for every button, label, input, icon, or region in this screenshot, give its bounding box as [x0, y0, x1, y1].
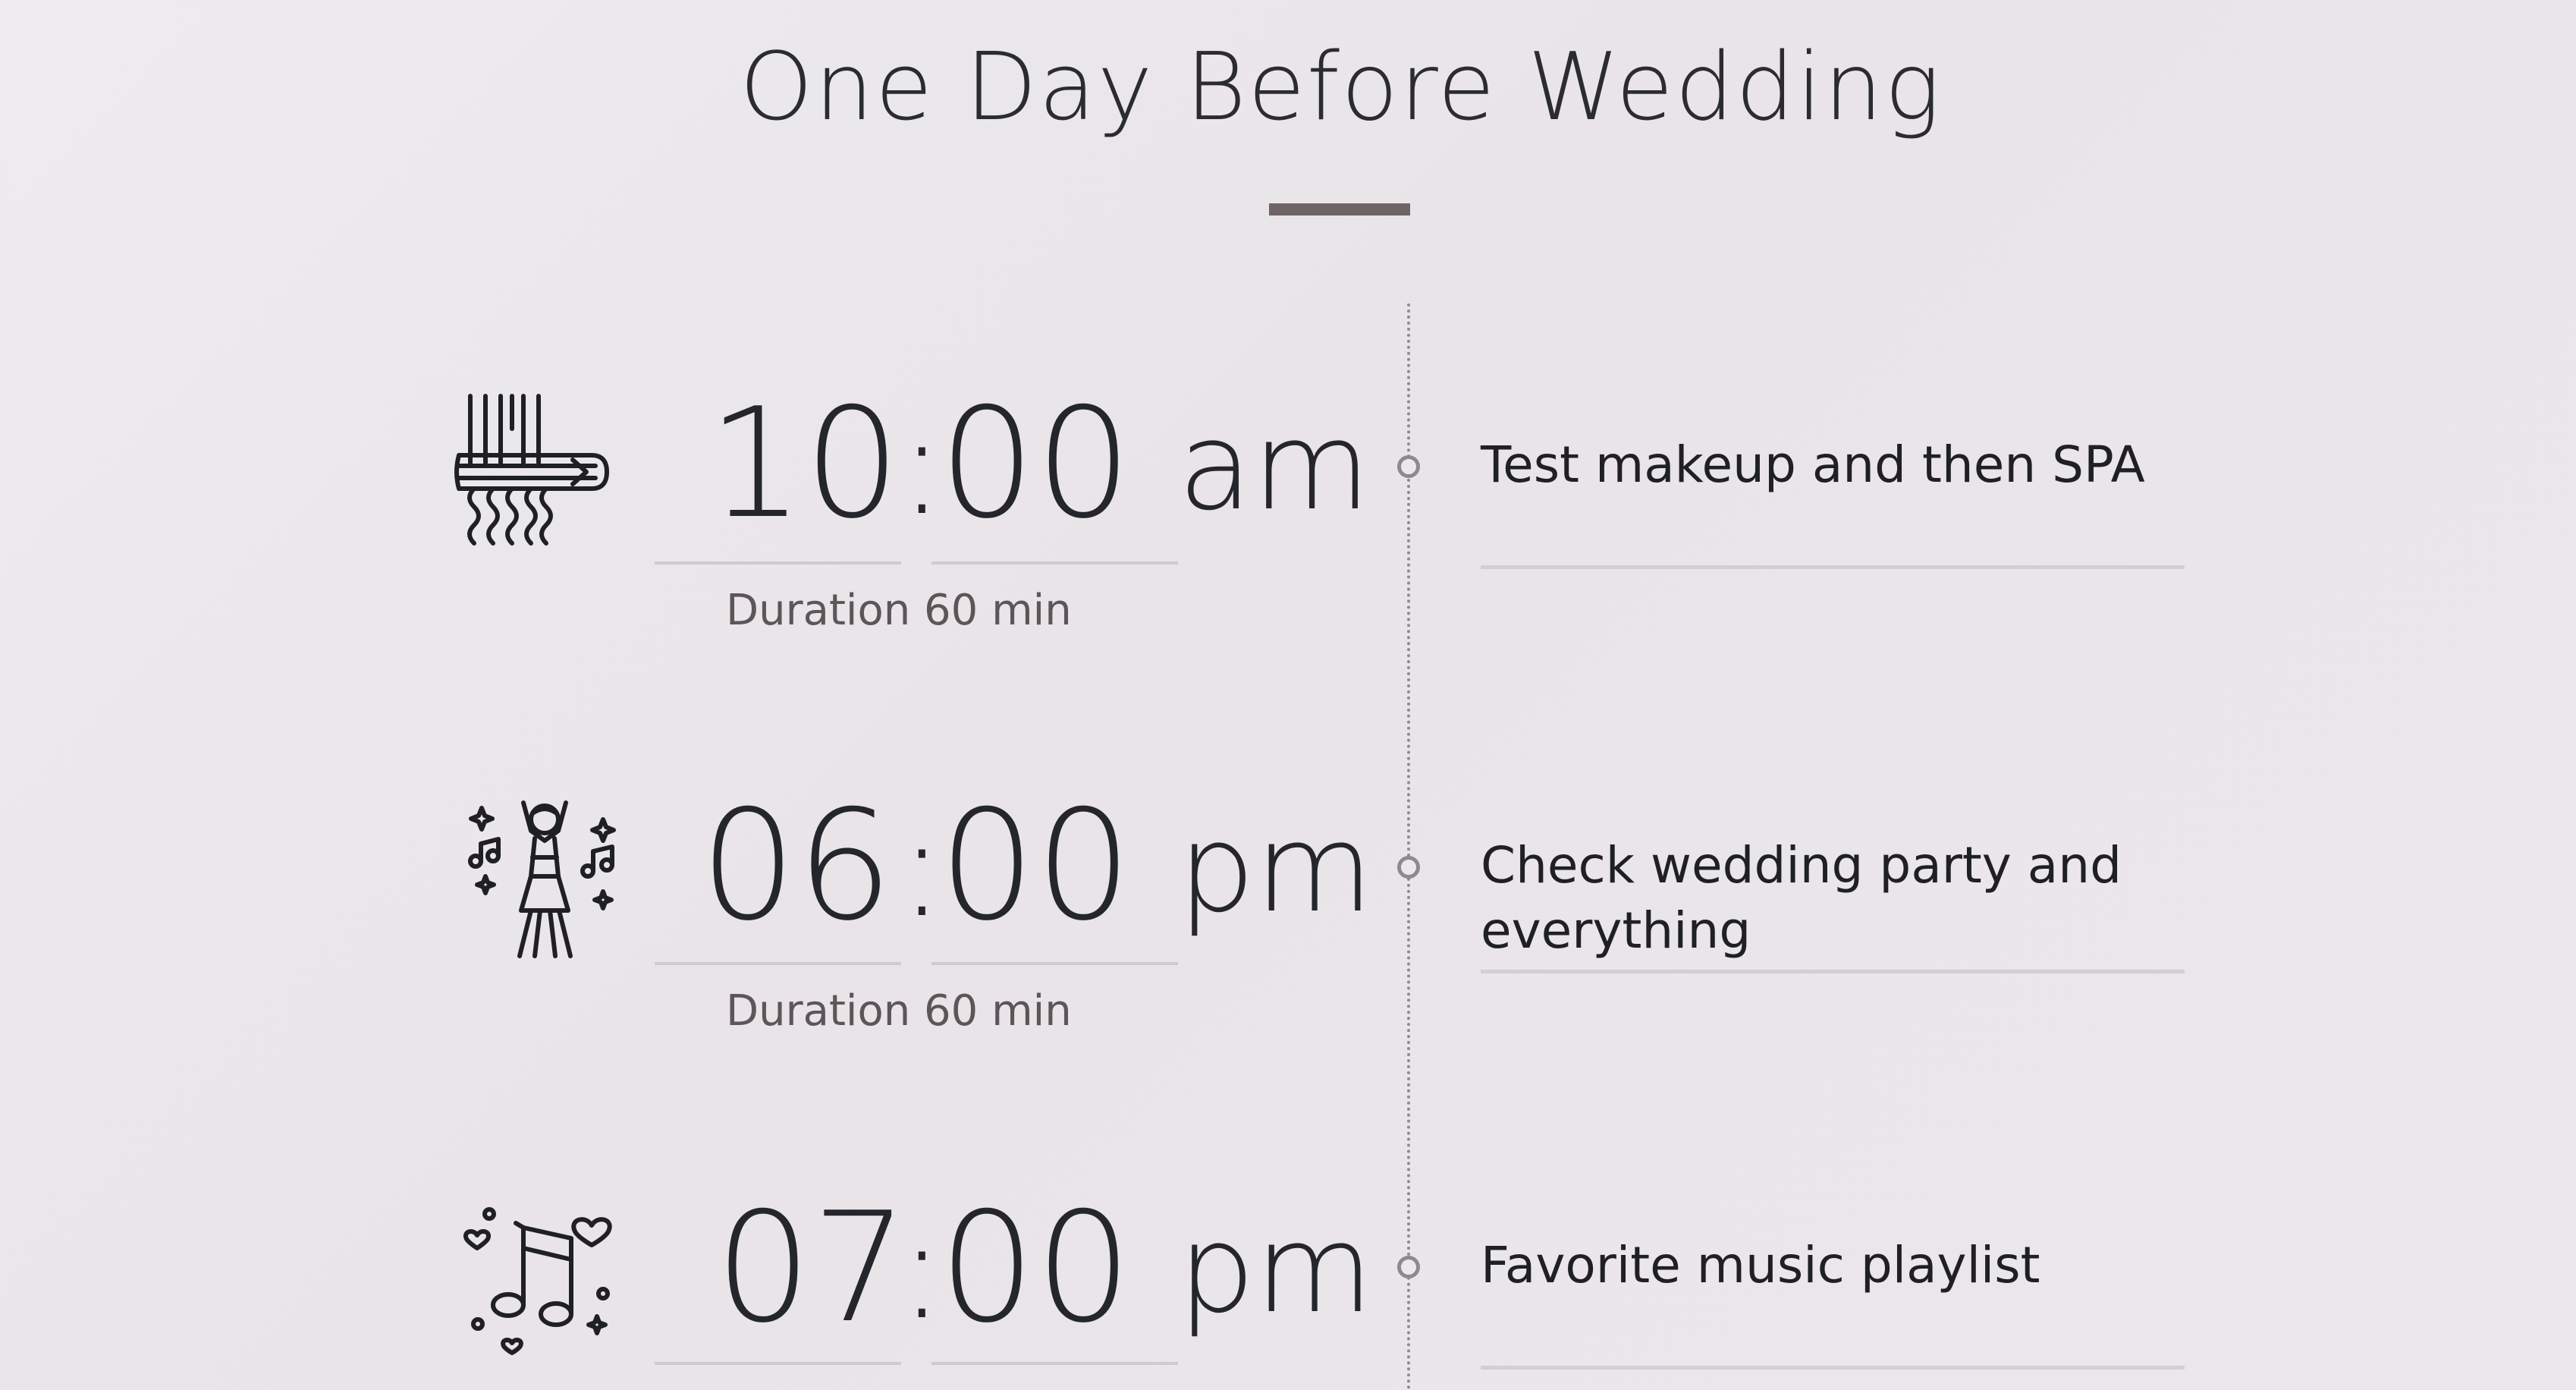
minute-value[interactable]: 00: [938, 376, 1132, 552]
timeline-marker: [1397, 1256, 1420, 1278]
time-separator: :: [899, 387, 945, 546]
event-underline: [1481, 970, 2185, 973]
time-separator: :: [899, 789, 945, 948]
event-title: Favorite music playlist: [1481, 1236, 2040, 1294]
event-title: Check wedding party and everything: [1481, 836, 2122, 960]
duration-label: Duration 60 min: [726, 586, 1072, 635]
music-notes-hearts-icon: [459, 1191, 633, 1366]
minute-field-underline: [931, 962, 1178, 965]
timeline-marker: [1397, 856, 1420, 879]
hour-value[interactable]: 07: [715, 1180, 909, 1357]
minute-value[interactable]: 00: [938, 778, 1132, 954]
event-title: Test makeup and then SPA: [1481, 436, 2145, 494]
time-separator: :: [899, 1191, 945, 1350]
hour-field-underline: [655, 1362, 901, 1365]
duration-label: Duration 60 min: [726, 986, 1072, 1036]
hour-field-underline: [655, 561, 901, 564]
timeline-line: [1407, 303, 1410, 1390]
event-underline: [1481, 1366, 2185, 1370]
hour-value[interactable]: 10: [707, 376, 901, 552]
minute-field-underline: [931, 561, 1178, 564]
title-underline: [1269, 203, 1410, 215]
minute-value[interactable]: 00: [938, 1180, 1132, 1357]
event-underline: [1481, 565, 2185, 569]
period-value[interactable]: am: [1178, 395, 1371, 537]
hour-value[interactable]: 06: [699, 778, 894, 954]
period-value[interactable]: pm: [1178, 1198, 1374, 1340]
timeline-marker: [1397, 455, 1420, 478]
hair-straightener-icon: [451, 387, 626, 561]
hour-field-underline: [655, 962, 901, 965]
dancing-woman-icon: [459, 797, 633, 971]
page-title: One Day Before Wedding: [739, 33, 1943, 142]
period-value[interactable]: pm: [1178, 797, 1374, 939]
minute-field-underline: [931, 1362, 1178, 1365]
